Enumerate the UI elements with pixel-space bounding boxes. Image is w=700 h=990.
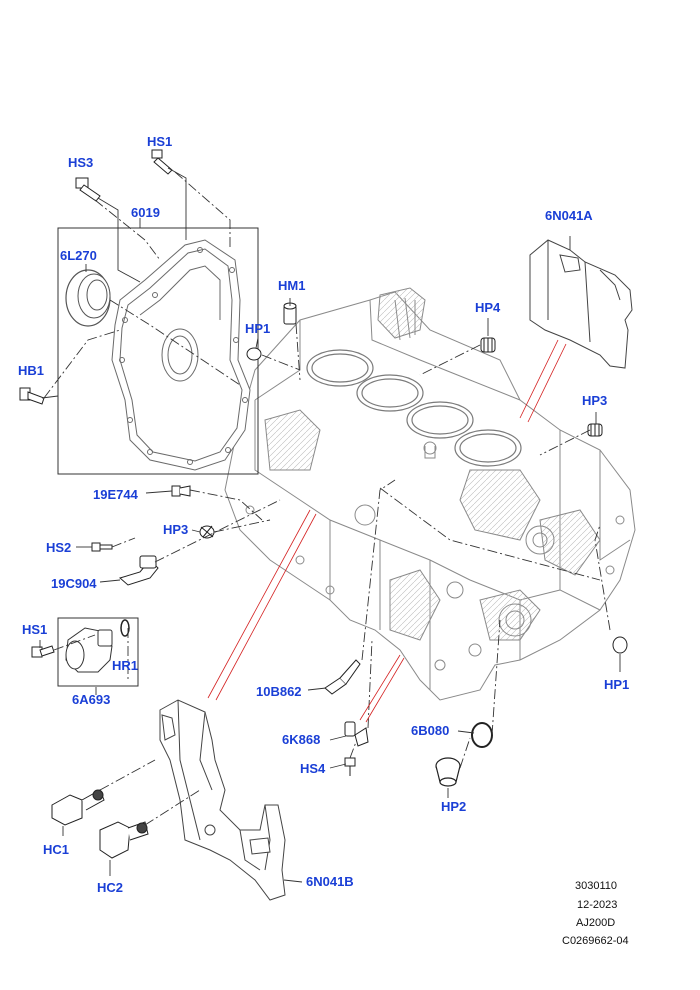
callout-hp3-right: HP3 (582, 393, 608, 408)
callout-hm1: HM1 (278, 278, 306, 293)
bolt-hs1-left (31, 645, 55, 658)
callout-10b862: 10B862 (256, 684, 302, 699)
callout-6019: 6019 (131, 205, 160, 220)
leader-lines (39, 167, 621, 883)
callout-hs3: HS3 (68, 155, 94, 170)
sensor-19e744 (171, 485, 191, 497)
highlight-lines (207, 339, 567, 723)
callout-6n041b: 6N041B (306, 874, 354, 889)
callout-6a693: 6A693 (72, 692, 111, 707)
cylinder-block (224, 287, 636, 701)
callout-6k868: 6K868 (282, 732, 321, 747)
plug-hp4 (480, 337, 496, 353)
engine-code: AJ200D (576, 917, 616, 929)
sensor-10b862 (324, 659, 361, 695)
callout-hp4: HP4 (475, 300, 501, 315)
callout-hc2: HC2 (97, 880, 124, 895)
callout-19e744: 19E744 (93, 487, 138, 502)
plug-hp3-right (587, 423, 603, 437)
callout-hr1: HR1 (112, 658, 139, 673)
illustration-id: C0269662-04 (562, 935, 629, 947)
front-seal (65, 269, 111, 327)
group-frame-6019 (57, 227, 259, 475)
sensor-6k868 (344, 721, 369, 747)
o-ring-hr1 (120, 619, 130, 637)
callout-hp1-left: HP1 (245, 321, 271, 336)
bolt-hs2 (91, 542, 113, 552)
callout-hs1-top: HS1 (147, 134, 173, 149)
bolt-hb1 (19, 387, 45, 405)
callout-6l270: 6L270 (60, 248, 97, 263)
callout-19c904: 19C904 (51, 576, 97, 591)
callout-hp2: HP2 (441, 799, 467, 814)
callout-hb1: HB1 (18, 363, 45, 378)
group-frame-6a693 (57, 617, 139, 687)
assembly-lines (43, 171, 611, 826)
cylinder-bores (306, 349, 522, 467)
dowel-hm1 (283, 302, 297, 325)
clip-hc2 (99, 821, 149, 859)
drawing-date: 12-2023 (577, 899, 618, 911)
gasket-6b080 (471, 722, 493, 748)
cover-6n041a (529, 239, 633, 369)
bolt-hs1-top (151, 149, 173, 175)
callout-hs1-left: HS1 (22, 622, 48, 637)
timing-cover (111, 239, 251, 471)
plug-hp1-left (246, 347, 262, 361)
plug-hp2 (435, 757, 461, 787)
cover-6n041b (159, 699, 286, 901)
callout-hc1: HC1 (43, 842, 70, 857)
callout-6n041a: 6N041A (545, 208, 593, 223)
callout-hs4: HS4 (300, 761, 326, 776)
bolt-hs4 (344, 757, 356, 776)
plug-hp1-right (612, 636, 628, 654)
callout-hs2: HS2 (46, 540, 72, 555)
callout-hp3-left: HP3 (163, 522, 189, 537)
drawing-number: 3030110 (575, 880, 618, 892)
callout-hp1-right: HP1 (604, 677, 630, 692)
clip-hc1 (51, 789, 105, 826)
solenoid-6a693 (65, 627, 113, 673)
callout-6b080: 6B080 (411, 723, 450, 738)
bolt-hs3 (75, 177, 101, 202)
sensor-19c904 (118, 555, 159, 586)
